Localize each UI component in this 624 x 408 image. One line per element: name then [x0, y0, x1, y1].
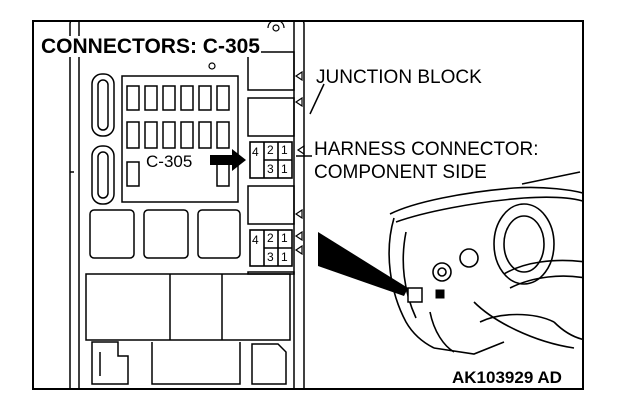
junction-block-housing — [69, 22, 305, 388]
pin-3-upper: 3 — [267, 162, 274, 176]
pin-1-upper: 1 — [281, 162, 288, 176]
figure-code: AK103929 AD — [452, 368, 562, 387]
pin-3-lower: 3 — [267, 250, 274, 264]
pointer-arrow — [210, 149, 246, 171]
dashboard-sketch — [388, 186, 582, 355]
pin-4-lower: 4 — [252, 233, 259, 247]
pin-2-upper: 2 — [267, 143, 274, 157]
harness-connector-location — [407, 287, 423, 303]
harness-connector-label-line1: HARNESS CONNECTOR: — [314, 139, 539, 160]
pin-1-lower: 1 — [281, 250, 288, 264]
connector-id-label: C-305 — [144, 152, 195, 171]
harness-connector-label-line2: COMPONENT SIDE — [314, 162, 487, 183]
pin-2-lower: 2 — [267, 231, 274, 245]
pin-1-upper-top: 1 — [281, 143, 288, 157]
pin-1-lower-top: 1 — [281, 231, 288, 245]
pin-4-upper: 4 — [252, 145, 259, 159]
location-wedge — [318, 232, 408, 296]
junction-block-label: JUNCTION BLOCK — [316, 67, 482, 88]
page-title: CONNECTORS: C-305 — [40, 35, 261, 58]
diagram-frame: CONNECTORS: C-305 JUNCTION BLOCK HARNESS… — [32, 20, 584, 390]
junction-block-drawing — [69, 22, 582, 388]
